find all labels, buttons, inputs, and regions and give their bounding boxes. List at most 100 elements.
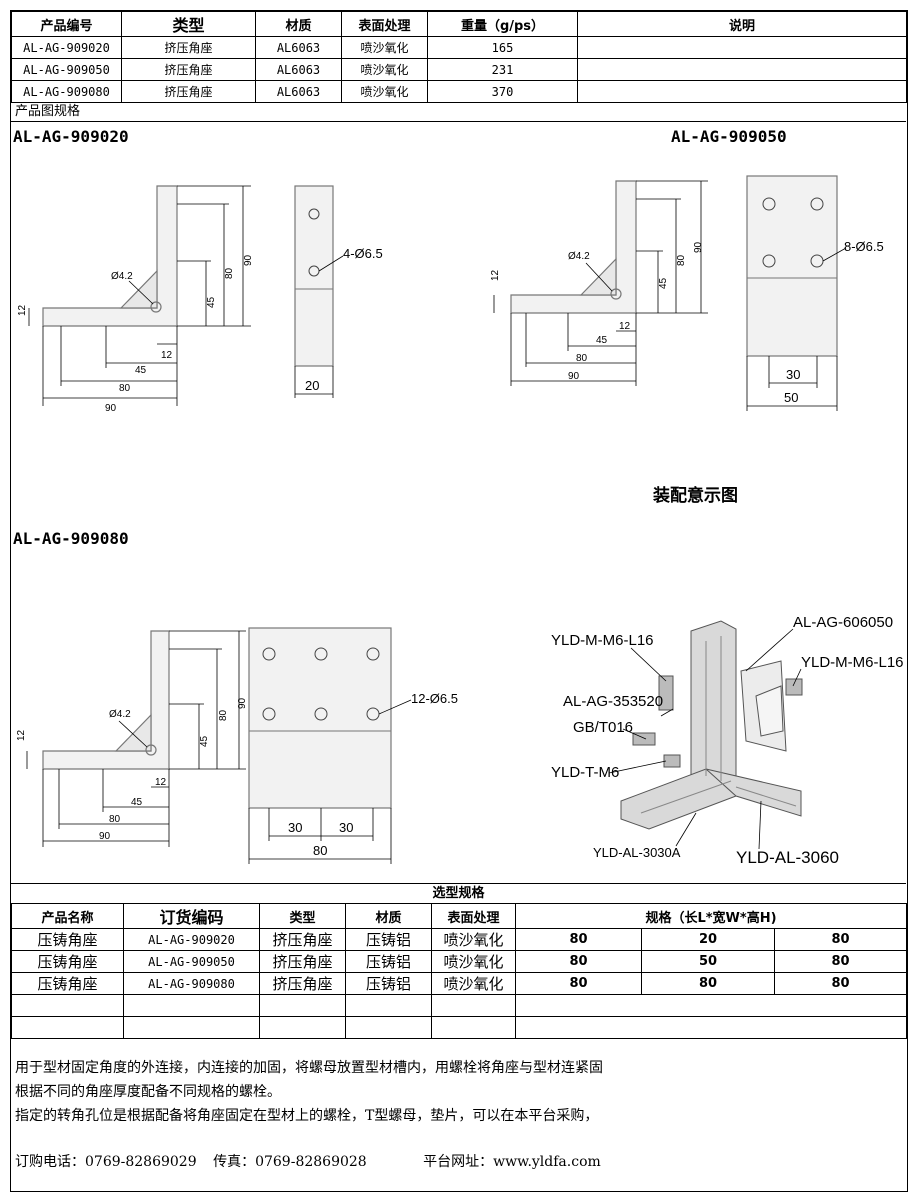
cell-type: 挤压角座: [121, 58, 256, 81]
table-row: AL-AG-909050 挤压角座 AL6063 喷沙氧化 231: [11, 58, 907, 81]
cell-notes: [577, 58, 907, 81]
dim-12h: 12: [619, 321, 631, 332]
dim-80h: 80: [109, 814, 121, 825]
cell-finish: 喷沙氧化: [341, 58, 428, 81]
product-table: 产品编号 类型 材质 表面处理 重量（g/ps） 说明 AL-AG-909020…: [11, 11, 907, 103]
bolt-hole: [308, 208, 320, 220]
cell-height: 80: [774, 972, 907, 995]
dimension-lines: [493, 180, 708, 386]
product-table-header: 产品编号 类型 材质 表面处理 重量（g/ps） 说明: [11, 11, 907, 37]
header-name: 产品名称: [11, 903, 124, 929]
front-width: 50: [784, 390, 798, 405]
cell-length: 80: [515, 950, 642, 973]
front-plate: [248, 627, 392, 809]
cell-name: 压铸角座: [11, 972, 124, 995]
description-line-3: 指定的转角孔位是根据配备将角座固定在型材上的螺栓，T型螺母，垫片，可以在本平台采…: [15, 1108, 599, 1124]
cell-height: 80: [774, 928, 907, 951]
header-type: 类型: [121, 11, 256, 37]
cell-material: AL6063: [255, 58, 342, 81]
front-hole-label: 8-Ø6.5: [844, 239, 884, 254]
bolt-hole: [762, 197, 776, 211]
leader-lines: [608, 628, 802, 850]
profile-assembly: [620, 620, 803, 830]
hole-label: Ø4.2: [111, 271, 133, 282]
site-label: 平台网址：: [423, 1154, 494, 1170]
label-corner: AL-AG-353520: [563, 693, 663, 710]
cell-order-code: AL-AG-909050: [123, 950, 260, 973]
selection-table: 产品名称 订货编码 类型 材质 表面处理 规格（长L*宽W*高H) 压铸角座 A…: [11, 903, 907, 1039]
front-view-909080: 12-Ø6.5 30 30 80: [248, 627, 458, 864]
cell-name: 压铸角座: [11, 950, 124, 973]
dim-90v: 90: [693, 241, 704, 253]
dim-12h: 12: [161, 350, 173, 361]
dim-90v: 90: [243, 254, 254, 266]
cell-finish: 喷沙氧化: [341, 80, 428, 103]
selection-table-header: 产品名称 订货编码 类型 材质 表面处理 规格（长L*宽W*高H): [11, 903, 907, 929]
dim-45v: 45: [206, 296, 217, 308]
cell-type: 挤压角座: [121, 36, 256, 59]
front-view-909020: 4-Ø6.5 20: [294, 185, 383, 398]
model-title-909080: AL-AG-909080: [13, 529, 129, 548]
cell-weight: 231: [427, 58, 578, 81]
cell-width: 80: [641, 972, 775, 995]
drawing-909080: Ø4.2 90 80 45 12 12 45 80 90: [16, 630, 248, 847]
dim-12v: 12: [17, 304, 28, 316]
cell-type: 挤压角座: [259, 928, 346, 951]
model-title-909050: AL-AG-909050: [671, 127, 787, 146]
drawing-909050: Ø4.2 90 80 45 12 12 45 80 90: [490, 180, 708, 386]
cell-notes: [577, 80, 907, 103]
empty-row: [11, 994, 907, 1017]
hole-label: Ø4.2: [109, 709, 131, 720]
header-weight: 重量（g/ps）: [427, 11, 578, 37]
dim-12h: 12: [155, 777, 167, 788]
header-material: 材质: [345, 903, 432, 929]
label-profile-3060: YLD-AL-3060: [736, 848, 839, 867]
cell-order-code: AL-AG-909080: [123, 972, 260, 995]
dim-45h: 45: [135, 365, 147, 376]
table-row: AL-AG-909020 挤压角座 AL6063 喷沙氧化 165: [11, 36, 907, 59]
dim-80v: 80: [224, 267, 235, 279]
header-finish: 表面处理: [431, 903, 516, 929]
front-hole-label: 12-Ø6.5: [411, 691, 458, 706]
contact-line: 订购电话：0769-82869029 传真：0769-82869028 平台网址…: [15, 1151, 601, 1171]
header-finish: 表面处理: [341, 11, 428, 37]
dim-80h: 80: [119, 383, 131, 394]
cell-finish: 喷沙氧化: [431, 950, 516, 973]
dimension-lines: [26, 630, 246, 847]
cell-code: AL-AG-909020: [11, 36, 122, 59]
table-row: 压铸角座 AL-AG-909020 挤压角座 压铸铝 喷沙氧化 80 20 80: [11, 928, 907, 951]
table-row: AL-AG-909080 挤压角座 AL6063 喷沙氧化 370: [11, 80, 907, 103]
cell-height: 80: [774, 950, 907, 973]
dim-45h: 45: [596, 335, 608, 346]
cell-material: AL6063: [255, 36, 342, 59]
cell-length: 80: [515, 972, 642, 995]
cell-name: 压铸角座: [11, 928, 124, 951]
leader-line: [318, 255, 344, 272]
bolt-hole: [314, 707, 328, 721]
selection-caption: 选型规格: [11, 883, 906, 904]
drawing-909020: Ø4.2 90 80 45 12 12 45 80 90: [17, 185, 254, 414]
dim-90h: 90: [99, 831, 111, 842]
front-view-909050: 8-Ø6.5 30 50: [746, 175, 884, 411]
bolt-hole: [262, 647, 276, 661]
front-hole-label: 4-Ø6.5: [343, 246, 383, 261]
cell-code: AL-AG-909050: [11, 58, 122, 81]
label-nut: YLD-T-M6: [551, 764, 619, 781]
cell-notes: [577, 36, 907, 59]
front-width: 80: [313, 843, 327, 858]
description-line-1: 用于型材固定角度的外连接，内连接的加固，将螺母放置型材槽内，用螺栓将角座与型材连…: [15, 1060, 603, 1076]
bolt-hole: [366, 647, 380, 661]
section-label: 产品图规格: [11, 102, 906, 122]
bolt-hole: [262, 707, 276, 721]
front-width: 20: [305, 378, 319, 393]
fax-number: 0769-82869028: [255, 1154, 367, 1170]
cell-length: 80: [515, 928, 642, 951]
cell-type: 挤压角座: [259, 972, 346, 995]
dim-90h: 90: [568, 371, 580, 382]
cell-width: 50: [641, 950, 775, 973]
leader-line: [378, 699, 412, 715]
dim-90h: 90: [105, 403, 117, 414]
dim-80h: 80: [576, 353, 588, 364]
model-title-909020: AL-AG-909020: [13, 127, 129, 146]
cell-width: 20: [641, 928, 775, 951]
